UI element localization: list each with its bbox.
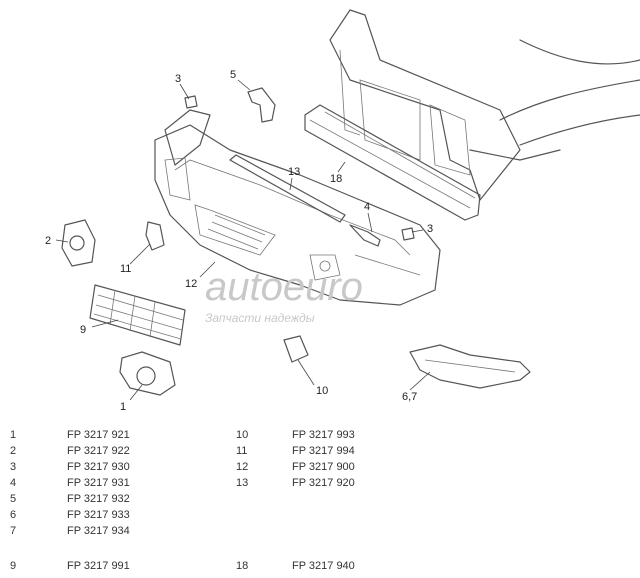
part-code-4: FP 3217 931 — [67, 477, 130, 489]
part-code-7: FP 3217 934 — [67, 525, 130, 537]
fog-lamp-cover-1 — [119, 351, 176, 396]
part-num-1: 1 — [10, 429, 17, 441]
callout-13: 13 — [288, 166, 300, 178]
small-brackets — [184, 87, 415, 247]
side-grille-10 — [283, 335, 309, 363]
part-num-7: 7 — [10, 525, 17, 537]
part-num-18: 18 — [236, 560, 249, 572]
bumper-inner-strip — [229, 154, 346, 223]
callout-4: 4 — [364, 201, 370, 213]
exploded-parts-diagram: autoeuro Запчасти надежды 3 5 13 18 4 3 … — [45, 9, 640, 413]
part-code-18: FP 3217 940 — [292, 560, 355, 572]
side-bracket-67 — [409, 344, 531, 389]
part-code-5: FP 3217 932 — [67, 493, 130, 505]
callout-9: 9 — [80, 324, 86, 336]
callout-2: 2 — [45, 235, 51, 247]
car-body-outline — [469, 39, 640, 161]
callout-12: 12 — [185, 278, 197, 290]
part-num-2: 2 — [10, 445, 17, 457]
callout-5: 5 — [230, 69, 236, 81]
callout-1: 1 — [120, 401, 126, 413]
part-code-11: FP 3217 994 — [292, 445, 355, 457]
part-num-9: 9 — [10, 560, 17, 572]
callout-11: 11 — [120, 263, 131, 275]
part-num-6: 6 — [10, 509, 17, 521]
callout-labels: 3 5 13 18 4 3 2 11 12 9 1 10 6,7 — [45, 69, 433, 413]
part-code-6: FP 3217 933 — [67, 509, 130, 521]
bumper-beam — [304, 104, 481, 221]
part-code-1: FP 3217 921 — [67, 429, 130, 441]
fog-lamp-cover-2 — [61, 219, 96, 267]
part-code-10: FP 3217 993 — [292, 429, 355, 441]
part-num-11: 11 — [236, 445, 248, 457]
part-num-10: 10 — [236, 429, 249, 441]
part-num-4: 4 — [10, 477, 17, 489]
part-code-9: FP 3217 991 — [67, 560, 130, 572]
part-num-13: 13 — [236, 477, 249, 489]
callout-3-right: 3 — [427, 223, 433, 235]
radiator-support-frame — [329, 9, 521, 201]
side-grille-11 — [145, 221, 165, 251]
leader-lines — [55, 79, 431, 401]
watermark: autoeuro Запчасти надежды — [205, 265, 363, 325]
bumper-cover — [154, 124, 441, 306]
part-num-3: 3 — [10, 461, 17, 473]
callout-3-top: 3 — [175, 73, 181, 85]
part-code-13: FP 3217 920 — [292, 477, 355, 489]
parts-table: 1 FP 3217 921 2 FP 3217 922 3 FP 3217 93… — [0, 424, 640, 574]
callout-10: 10 — [316, 385, 328, 397]
part-code-12: FP 3217 900 — [292, 461, 355, 473]
upper-bracket-strip — [164, 109, 211, 166]
part-num-12: 12 — [236, 461, 249, 473]
part-num-5: 5 — [10, 493, 17, 505]
watermark-logo: autoeuro — [205, 265, 363, 309]
callout-6-7: 6,7 — [402, 391, 417, 403]
part-code-2: FP 3217 922 — [67, 445, 130, 457]
watermark-tagline: Запчасти надежды — [205, 311, 315, 325]
lower-grille — [89, 284, 186, 346]
part-code-3: FP 3217 930 — [67, 461, 130, 473]
callout-18: 18 — [330, 173, 342, 185]
